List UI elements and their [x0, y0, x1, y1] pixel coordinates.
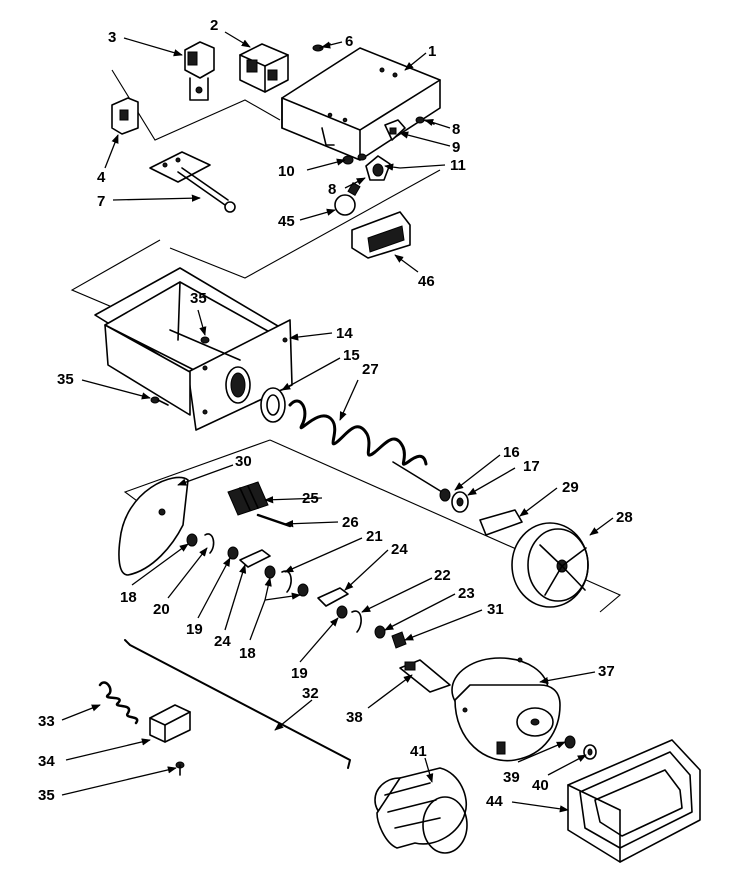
callout-19-lower: 19 [291, 665, 308, 682]
part-29-blade [479, 509, 523, 536]
callout-10: 10 [278, 163, 295, 180]
part-33-spring [98, 681, 139, 725]
callout-6: 6 [345, 33, 353, 50]
part-20-spacer [204, 533, 215, 554]
part-39-washer [564, 735, 576, 749]
part-30-cover-plate [118, 476, 189, 576]
part-19-washer-lower [336, 605, 348, 619]
callout-30: 30 [235, 453, 252, 470]
callout-9: 9 [452, 139, 460, 156]
callout-46: 46 [418, 273, 435, 290]
callout-7: 7 [97, 193, 105, 210]
callout-35-lower: 35 [38, 787, 55, 804]
callout-24-upper: 24 [391, 541, 408, 558]
callout-38: 38 [346, 709, 363, 726]
callout-35-upper: 35 [190, 290, 207, 307]
callout-33: 33 [38, 713, 55, 730]
part-41-collar [374, 767, 468, 854]
part-38-motor-bracket [399, 659, 451, 693]
callout-8-lower: 8 [328, 181, 336, 198]
callout-16: 16 [503, 444, 520, 461]
part-3-solenoid [184, 41, 215, 101]
part-11-lamp-socket [365, 155, 391, 181]
callout-22: 22 [434, 567, 451, 584]
callout-26: 26 [342, 514, 359, 531]
callout-2: 2 [210, 17, 218, 34]
callout-18-lower: 18 [239, 645, 256, 662]
part-14-ice-housing [94, 267, 293, 431]
callout-37: 37 [598, 663, 615, 680]
callout-17: 17 [523, 458, 540, 475]
callout-11: 11 [450, 157, 466, 174]
part-28-drive-wheel [511, 522, 589, 608]
part-18-bearing-upper [186, 533, 198, 547]
callout-45: 45 [278, 213, 295, 230]
part-21-spacer [281, 570, 292, 593]
callout-14: 14 [336, 325, 353, 342]
part-32-rod [124, 639, 351, 769]
part-34-bracket [149, 704, 191, 743]
part-45-light-bulb [334, 181, 361, 216]
callout-41: 41 [410, 743, 427, 760]
part-31-coupler [391, 631, 407, 649]
part-17-washer [451, 491, 469, 513]
callout-20: 20 [153, 601, 170, 618]
part-35-screw-lower [175, 761, 185, 776]
part-24-bracket-lower [317, 587, 349, 607]
callout-8-upper: 8 [452, 121, 460, 138]
leader-lines [61, 31, 614, 813]
part-25-cube-cutter [227, 481, 269, 516]
part-7-wire-harness [149, 151, 236, 213]
callout-23: 23 [458, 585, 475, 602]
callout-44: 44 [486, 793, 503, 810]
part-22-spacer [351, 610, 362, 633]
callout-34: 34 [38, 753, 55, 770]
callout-39: 39 [503, 769, 520, 786]
part-15-ring [260, 387, 286, 423]
part-40-washer [583, 744, 597, 760]
part-4-bracket [111, 97, 139, 135]
callout-32: 32 [302, 685, 319, 702]
part-19-washer-upper [227, 546, 239, 560]
callout-18-upper: 18 [120, 589, 137, 606]
part-46-cover [351, 211, 411, 259]
callout-labels: 1 2 3 4 6 7 8 8 9 10 11 45 46 35 14 15 2… [38, 17, 633, 810]
part-35-screw-mid [150, 396, 169, 406]
callout-35-mid: 35 [57, 371, 74, 388]
part-9-clip [384, 119, 406, 141]
callout-15: 15 [343, 347, 360, 364]
callout-31: 31 [487, 601, 504, 618]
part-35-screw-upper [200, 336, 210, 344]
callout-27: 27 [362, 361, 379, 378]
part-16-washer [439, 488, 451, 502]
callout-21: 21 [366, 528, 383, 545]
part-27-auger-spiral [288, 399, 443, 493]
part-1-control-housing [281, 47, 441, 161]
callout-19-upper: 19 [186, 621, 203, 638]
callout-4: 4 [97, 169, 106, 186]
part-37-motor-housing [451, 657, 561, 762]
callout-25: 25 [302, 490, 319, 507]
part-2-switch [239, 43, 289, 93]
part-44-motor-cover [567, 739, 701, 863]
callout-40: 40 [532, 777, 549, 794]
part-18-bearing-mid [264, 565, 276, 579]
callout-28: 28 [616, 509, 633, 526]
part-18-bearing-lower [297, 583, 309, 597]
callout-24-lower: 24 [214, 633, 231, 650]
part-24-bracket-upper [239, 549, 271, 568]
callout-1: 1 [428, 43, 436, 60]
callout-29: 29 [562, 479, 579, 496]
part-23-nut [374, 625, 386, 639]
callout-3: 3 [108, 29, 116, 46]
